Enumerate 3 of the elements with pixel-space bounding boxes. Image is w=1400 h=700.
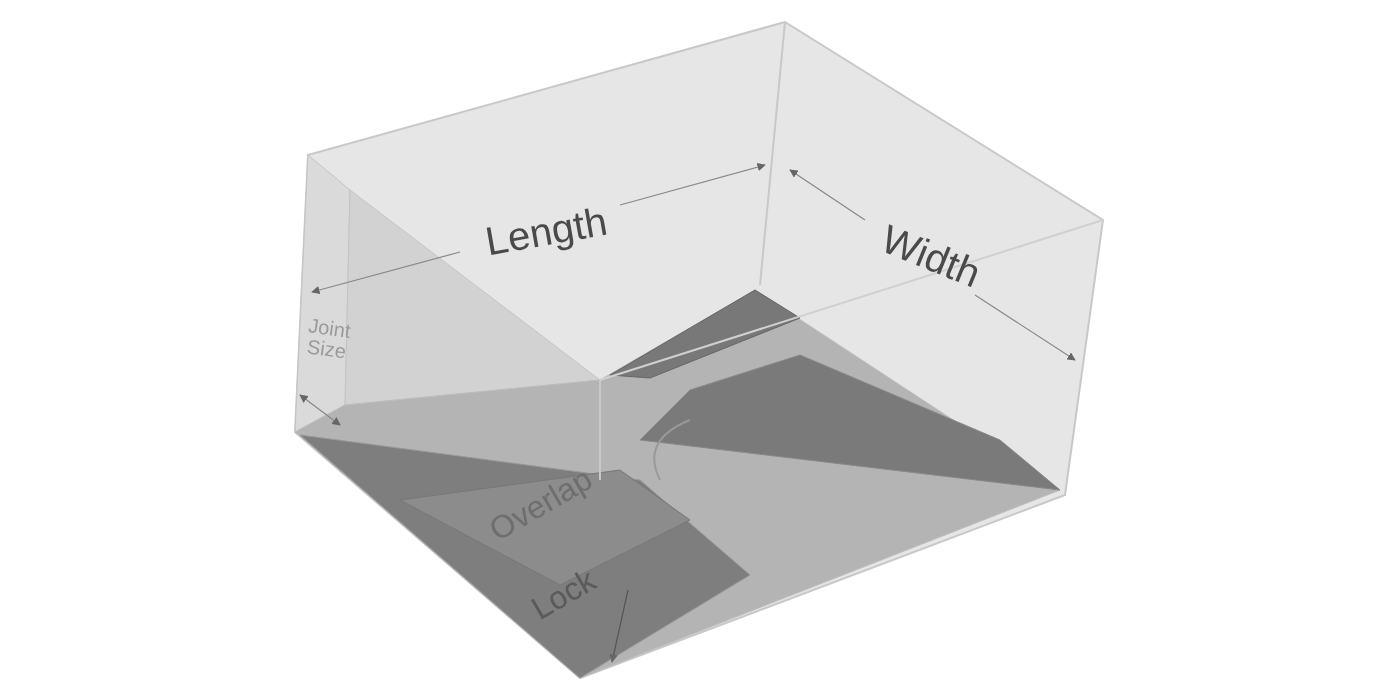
- dimension-label: Width: [875, 217, 987, 295]
- dimension-label: Joint Size: [304, 314, 353, 364]
- dimension-label: Length: [482, 199, 611, 263]
